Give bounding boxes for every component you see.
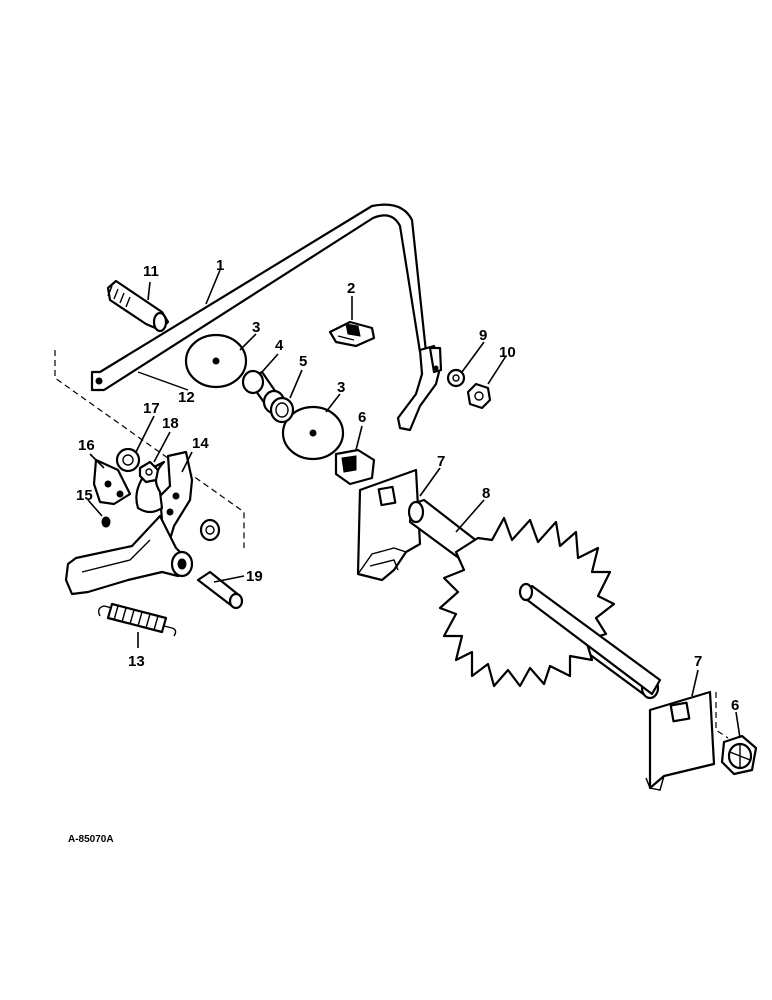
callout-9: 9	[479, 327, 487, 344]
callout-5: 5	[299, 353, 307, 370]
part-7-bracket-lower	[645, 690, 716, 791]
callout-11: 11	[143, 263, 159, 280]
part-19-pin	[196, 570, 244, 610]
leader-lines	[87, 269, 741, 739]
part-13-spring	[97, 602, 177, 637]
callout-4: 4	[275, 337, 284, 354]
callout-12: 12	[178, 389, 195, 406]
part-17-bushing	[115, 447, 141, 473]
callout-13: 13	[128, 653, 145, 670]
part-9-washer	[446, 368, 466, 388]
callout-labels: 11 1 2 3 4 5 3 6 9 10 7 8 7 6 12 17 18 1…	[68, 257, 739, 845]
part-3-washer-upper	[184, 333, 248, 389]
part-7-bracket-upper	[356, 468, 422, 582]
callout-7-upper: 7	[437, 453, 445, 470]
part-6-nut-upper	[334, 448, 376, 486]
callout-3-lower: 3	[337, 379, 345, 396]
callout-8: 8	[482, 485, 490, 502]
callout-14: 14	[192, 435, 209, 452]
callout-10: 10	[499, 344, 516, 361]
part-3-washer-lower	[281, 405, 345, 461]
part-6-nut-lower	[720, 734, 758, 776]
part-14-pivot-boss	[199, 518, 221, 542]
callout-2: 2	[347, 280, 355, 297]
part-15-bolt	[101, 516, 111, 528]
callout-6-upper: 6	[358, 409, 366, 426]
part-2-clip	[328, 320, 376, 348]
callout-19: 19	[246, 568, 263, 585]
callout-17: 17	[143, 400, 160, 417]
part-10-nut	[466, 382, 492, 410]
part-16-plate	[92, 458, 132, 506]
part-18-nut	[138, 460, 160, 484]
callout-15: 15	[76, 487, 93, 504]
callout-1: 1	[216, 257, 224, 274]
callout-16: 16	[78, 437, 95, 454]
part-11-threaded-pin	[106, 279, 170, 333]
mounting-plane-left	[54, 350, 245, 548]
mounting-plane-right	[715, 692, 729, 739]
part-1-lever-rod	[90, 203, 443, 432]
drawing-code: A-85070A	[68, 834, 114, 845]
sprocket-gear	[438, 516, 662, 696]
callout-7-lower: 7	[694, 653, 702, 670]
callout-6-lower: 6	[731, 697, 739, 714]
part-12-handle-arm	[64, 514, 194, 596]
callout-18: 18	[162, 415, 179, 432]
callout-3-upper: 3	[252, 319, 260, 336]
part-5-spacer	[269, 396, 295, 424]
